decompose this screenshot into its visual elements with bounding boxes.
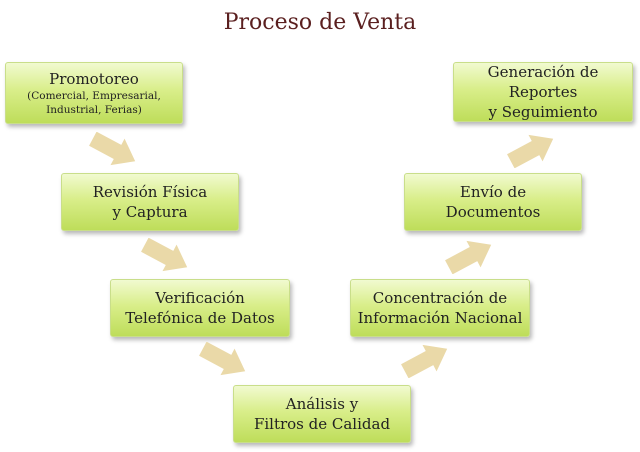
arrow-up-right-icon: [504, 132, 560, 168]
step-label-line2: Documentos: [445, 203, 541, 221]
step-sublabel-line1: (Comercial, Empresarial,: [27, 90, 161, 102]
arrow-down-right-icon: [196, 342, 252, 378]
step-label-line1: Promotoreo: [49, 70, 139, 88]
step-label-line1: Análisis y: [285, 395, 359, 413]
step-concentracion: Concentración de Información Nacional: [350, 279, 530, 337]
step-label-line1: Generación de Reportes: [487, 63, 599, 101]
step-label-line2: y Captura: [112, 203, 188, 221]
step-label-line2: Filtros de Calidad: [253, 415, 391, 433]
diagram-title: Proceso de Venta: [223, 10, 417, 35]
step-generacion-reportes: Generación de Reportes y Seguimiento: [453, 62, 633, 122]
step-revision-fisica: Revisión Física y Captura: [61, 173, 239, 231]
step-promotoreo: Promotoreo (Comercial, Empresarial, Indu…: [5, 62, 183, 124]
arrow-down-right-icon: [138, 238, 194, 274]
arrow-down-right-icon: [86, 132, 142, 168]
arrow-up-right-icon: [442, 238, 498, 274]
step-verificacion: Verificación Telefónica de Datos: [110, 279, 290, 337]
step-label-line2: Información Nacional: [357, 309, 523, 327]
step-label-line2: y Seguimiento: [488, 103, 598, 121]
step-label-line2: Telefónica de Datos: [125, 309, 275, 327]
arrow-up-right-icon: [398, 342, 454, 378]
step-label-line1: Envío de: [459, 183, 527, 201]
step-analisis: Análisis y Filtros de Calidad: [233, 385, 411, 443]
step-label-line1: Verificación: [155, 289, 245, 307]
step-sublabel-line2: Industrial, Ferias): [46, 104, 142, 116]
step-envio-documentos: Envío de Documentos: [404, 173, 582, 231]
step-label-line1: Concentración de: [372, 289, 508, 307]
step-label-line1: Revisión Física: [92, 183, 208, 201]
